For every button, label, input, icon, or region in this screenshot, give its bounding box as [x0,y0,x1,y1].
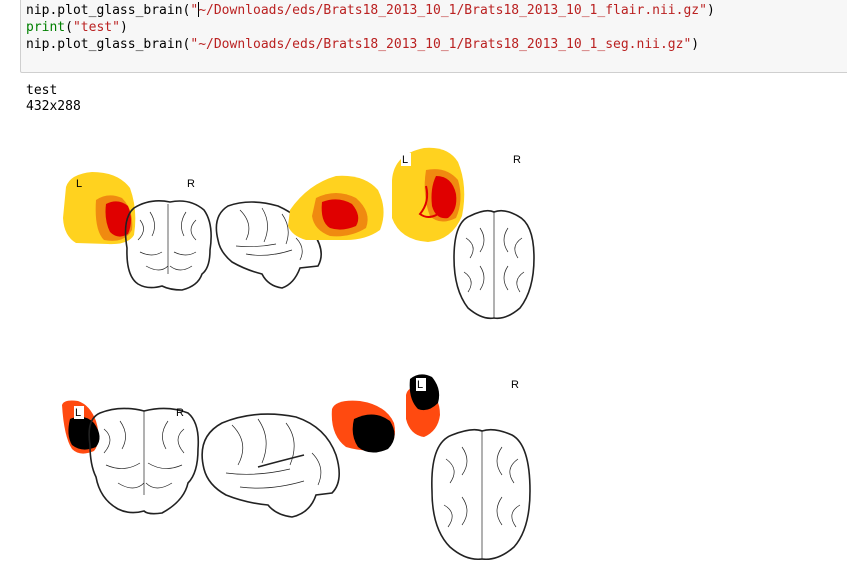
code-line-1: nip.plot_glass_brain("~/Downloads/eds/Br… [26,2,715,18]
axial-overlay [392,147,465,242]
glass-brain-figure-seg: L R L R [0,365,847,565]
cell-output-text: test 432x288 [26,83,81,115]
axial-seg-left-label-bg [416,378,426,391]
axial-seg-brain-outline [431,428,531,561]
cursor-position: "~/Downloads/eds/Brats18_2013_10_1/Brats… [190,2,707,18]
sagittal-overlay [288,175,384,240]
axial-left-label-bg [401,153,411,166]
sagittal-seg-brain-outline [201,413,340,518]
axial-seg-left-label: L [417,379,423,391]
sagittal-seg-overlay [331,400,395,453]
axial-left-label: L [402,154,408,166]
code-line-1-path: ~/Downloads/eds/Brats18_2013_10_1/Brats1… [198,3,707,18]
glass-brain-figure-flair: L R L R [0,140,847,330]
code-line-3: nip.plot_glass_brain("~/Downloads/eds/Br… [26,37,700,52]
coronal-brain-outline [124,200,212,291]
coronal-right-label: R [187,178,195,190]
coronal-seg-left-label-bg [74,406,84,419]
coronal-left-label: L [76,178,82,190]
coronal-seg-right-label: R [176,407,184,419]
axial-seg-right-label: R [511,379,519,391]
coronal-seg-left-label: L [75,407,81,419]
axial-right-label: R [513,154,521,166]
output-line-2: 432x288 [26,99,81,114]
code-cell[interactable]: nip.plot_glass_brain("~/Downloads/eds/Br… [20,0,847,73]
text-cursor [198,2,200,17]
code-editor[interactable]: nip.plot_glass_brain("~/Downloads/eds/Br… [26,2,715,53]
coronal-overlay [63,172,136,245]
code-line-2: print("test") [26,20,128,35]
axial-brain-outline [453,209,535,320]
sagittal-brain-outline [215,201,322,289]
output-line-1: test [26,83,58,98]
coronal-seg-brain-outline [88,407,200,515]
